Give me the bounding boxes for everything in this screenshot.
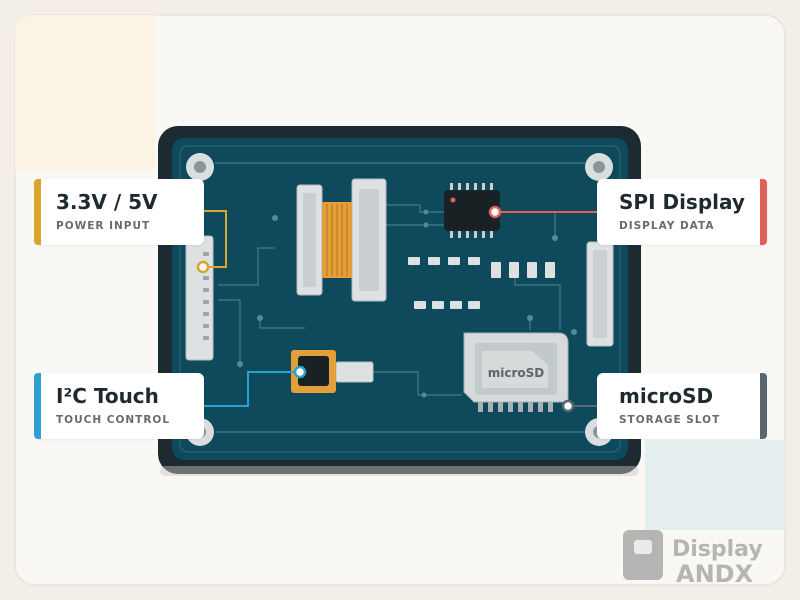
callout-power-title: 3.3V / 5V <box>56 190 158 214</box>
corner-accent-bottom-right <box>645 440 785 530</box>
callout-spi: SPI Display DISPLAY DATA <box>597 179 767 245</box>
i2c-connector-line <box>202 371 298 407</box>
fpc-connector-right <box>586 241 614 347</box>
callout-i2c-accent <box>34 373 41 439</box>
microsd-slot-label: microSD <box>488 366 545 380</box>
power-connector-line <box>202 210 227 268</box>
callout-spi-title: SPI Display <box>619 190 745 214</box>
pin-header-left <box>185 235 214 361</box>
callout-microsd: microSD STORAGE SLOT <box>597 373 767 439</box>
microsd-slot: microSD <box>463 332 569 412</box>
board-shadow <box>160 466 639 476</box>
pcb-traces <box>215 162 585 433</box>
watermark-logo: Display ANDX <box>623 530 763 588</box>
callout-spi-subtitle: DISPLAY DATA <box>619 220 715 232</box>
trace-vias <box>237 209 577 398</box>
callout-i2c: I²C Touch TOUCH CONTROL <box>34 373 204 439</box>
i2c-anchor-dot <box>293 365 307 379</box>
spi-controller-chip <box>444 183 500 238</box>
corner-accent-top-left <box>15 15 155 170</box>
callout-microsd-title: microSD <box>619 384 714 408</box>
microsd-anchor-dot <box>561 399 575 413</box>
callout-microsd-accent <box>760 373 767 439</box>
smd-components <box>408 257 555 309</box>
callout-microsd-subtitle: STORAGE SLOT <box>619 414 721 426</box>
watermark-line1: Display <box>672 537 763 562</box>
ribbon-connector <box>296 178 387 302</box>
power-anchor-dot <box>196 260 210 274</box>
callout-i2c-title: I²C Touch <box>56 384 159 408</box>
callout-power: 3.3V / 5V POWER INPUT <box>34 179 204 245</box>
callout-power-subtitle: POWER INPUT <box>56 220 151 232</box>
touch-controller-chip <box>291 350 374 393</box>
pcb-outline <box>179 145 621 453</box>
callout-power-accent <box>34 179 41 245</box>
watermark-line2: ANDX <box>676 560 754 588</box>
callout-spi-accent <box>760 179 767 245</box>
callout-i2c-subtitle: TOUCH CONTROL <box>56 414 171 426</box>
spi-anchor-dot <box>488 205 502 219</box>
